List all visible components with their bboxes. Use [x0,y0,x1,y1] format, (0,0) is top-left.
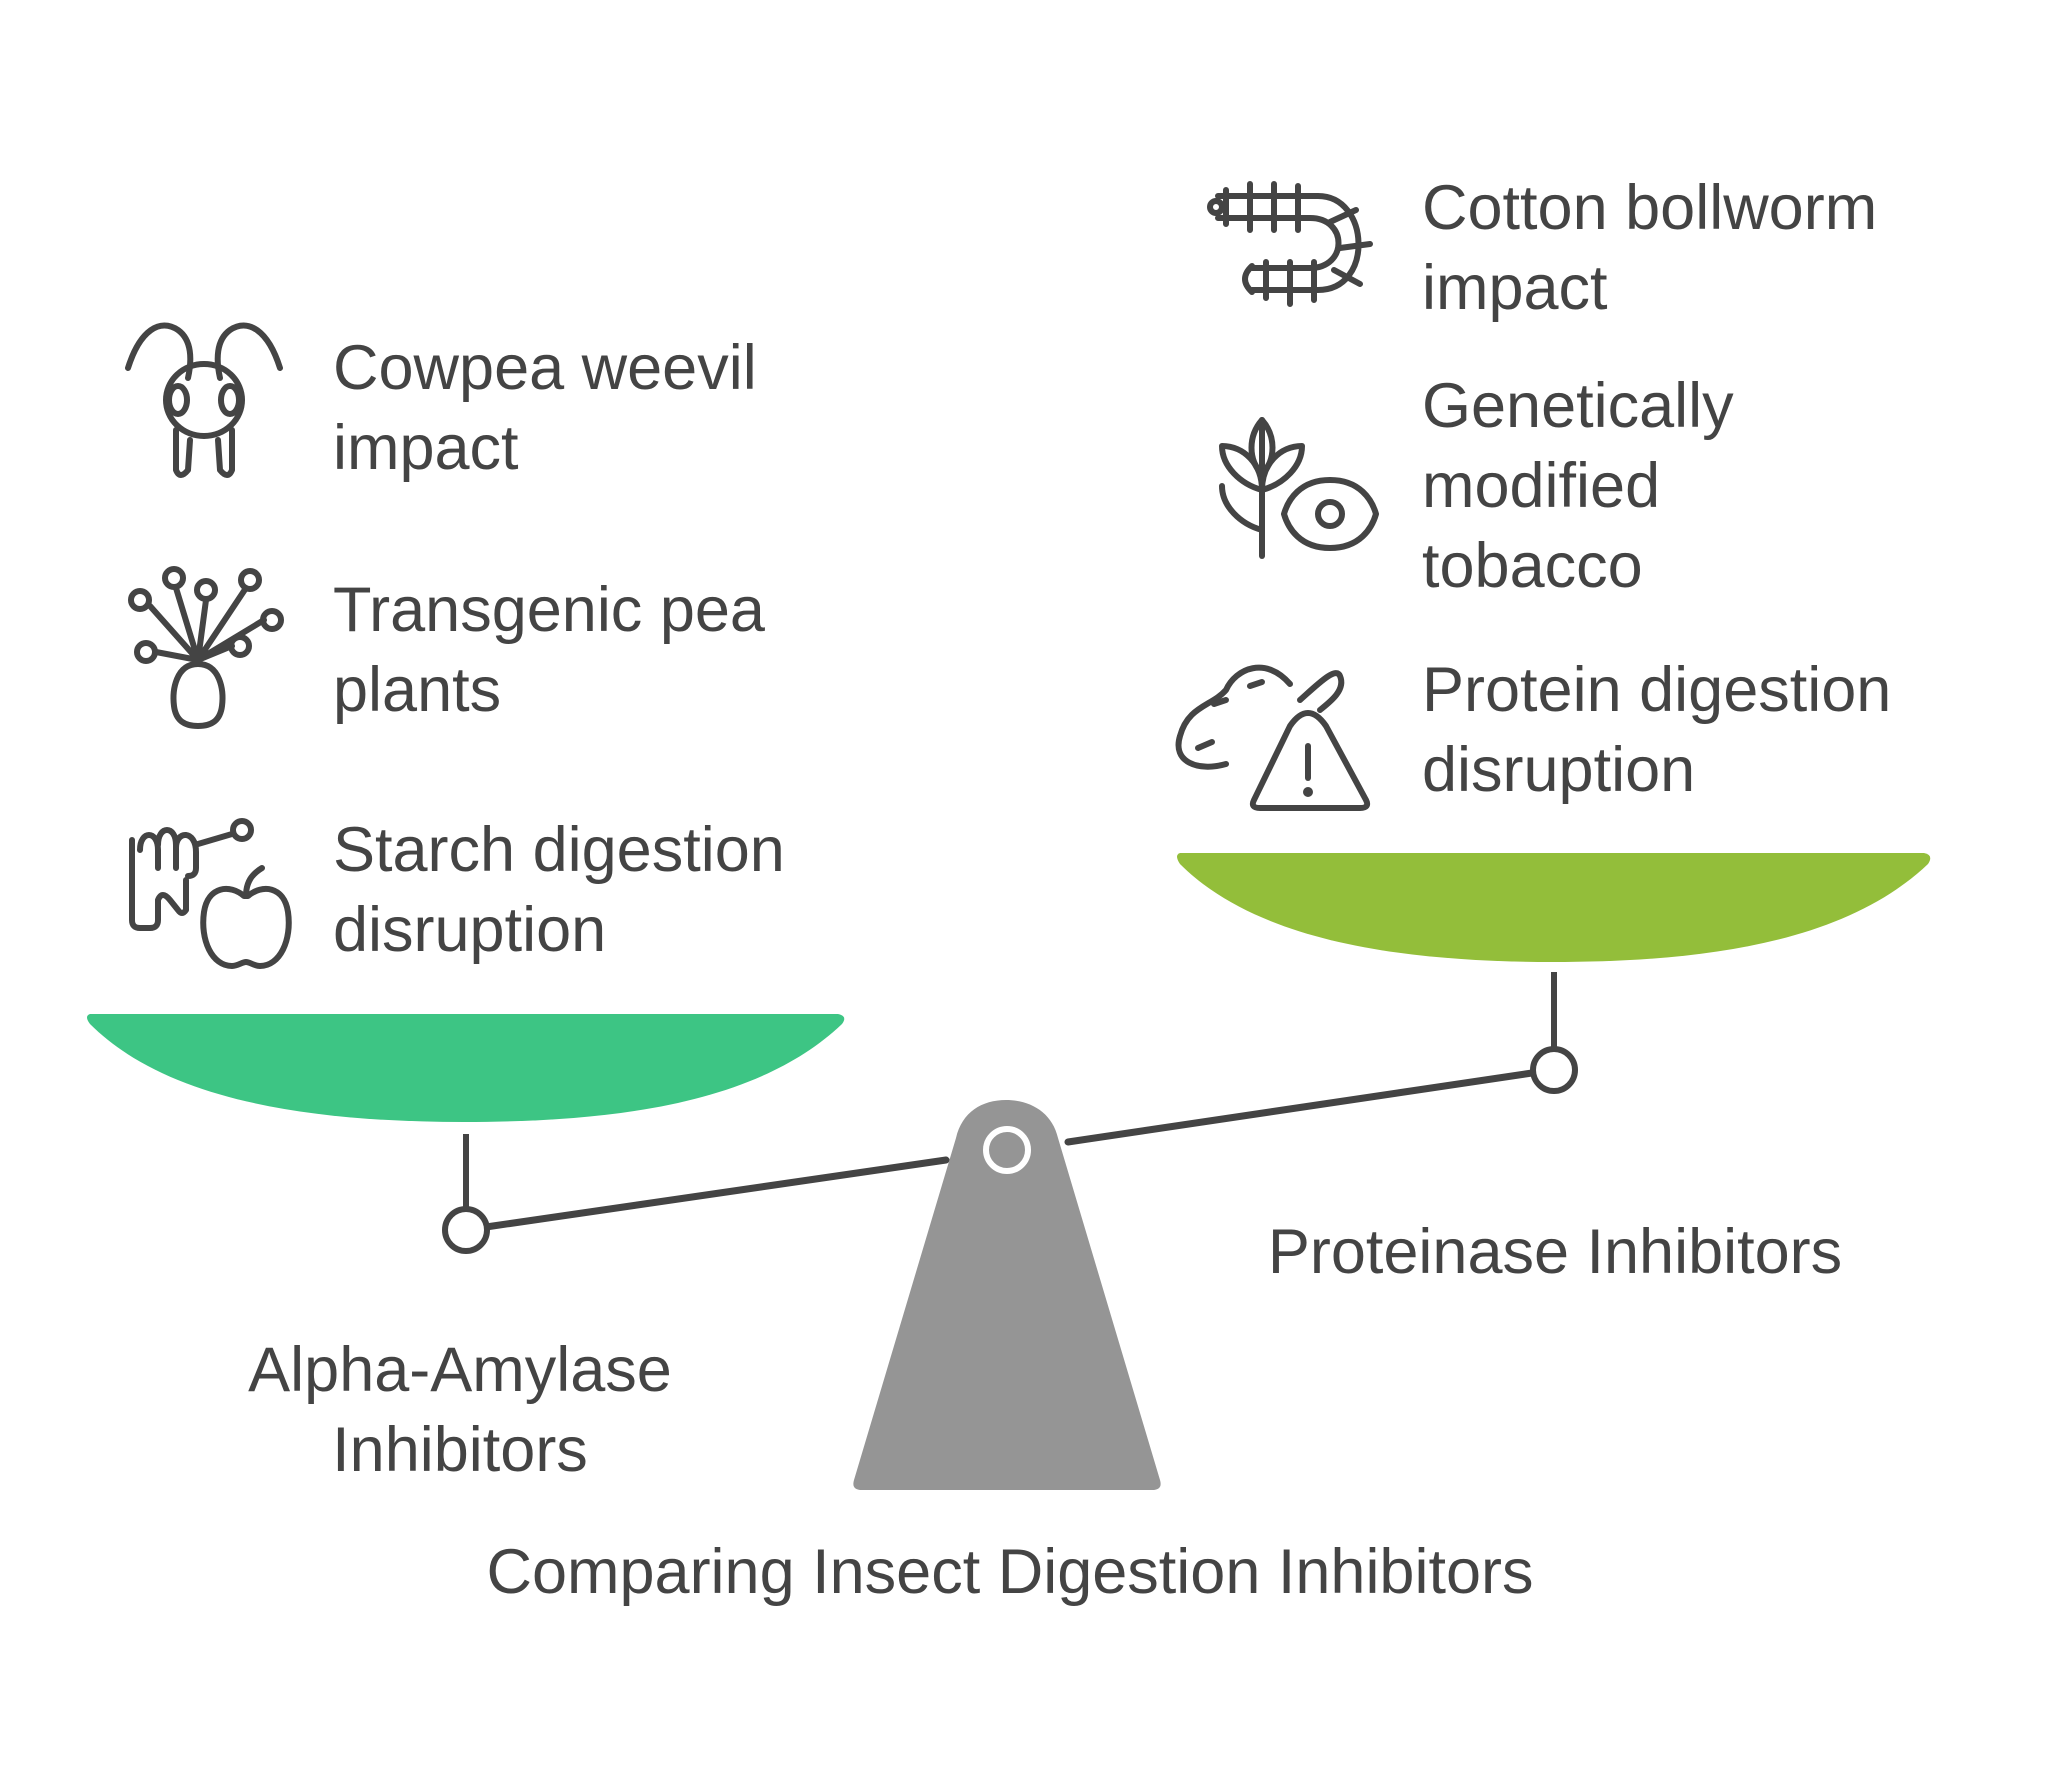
right-item-protein-line2: disruption [1422,735,1696,805]
left-pan [87,1014,845,1122]
starch-apple-icon [129,818,292,969]
right-item-bollworm-line1: Cotton bollworm [1422,173,1878,243]
right-pan [1177,853,1931,962]
left-side-label-line2: Inhibitors [332,1415,588,1485]
left-item-starch-line2: disruption [333,895,607,965]
right-item-tobacco-line2: modified [1422,451,1661,521]
left-item-pea-line1: Transgenic pea [333,575,765,645]
left-item-pea: Transgenic pea plants [333,570,765,730]
diagram-title: Comparing Insect Digestion Inhibitors [486,1537,1534,1607]
tobacco-eye-icon [1219,417,1379,559]
right-item-tobacco-line1: Genetically [1422,371,1734,441]
right-item-tobacco-line3: tobacco [1422,531,1643,601]
weevil-icon [125,322,283,478]
right-item-protein-line1: Protein digestion [1422,655,1892,725]
pea-plant-icon [128,566,284,729]
left-item-weevil-line2: impact [333,413,519,483]
fulcrum-pivot [983,1126,1031,1174]
left-item-weevil: Cowpea weevil impact [333,328,757,488]
left-item-starch: Starch digestion disruption [333,810,785,970]
left-item-weevil-line1: Cowpea weevil [333,333,757,403]
left-pan-pivot [442,1206,490,1254]
right-item-bollworm: Cotton bollworm impact [1422,168,1877,328]
left-side-label: Alpha-Amylase Inhibitors [200,1330,720,1490]
fulcrum [853,1100,1161,1490]
right-item-protein: Protein digestion disruption [1422,650,1891,810]
bollworm-icon [1207,181,1373,307]
right-pan-pivot [1530,1046,1578,1094]
right-item-bollworm-line2: impact [1422,253,1608,323]
right-item-tobacco: Genetically modified tobacco [1422,366,1734,606]
peanut-warning-icon [1175,664,1371,811]
right-side-label: Proteinase Inhibitors [1267,1217,1843,1287]
beam-right [1064,1069,1536,1146]
beam-left [482,1156,950,1231]
left-item-starch-line1: Starch digestion [333,815,785,885]
left-side-label-line1: Alpha-Amylase [248,1335,672,1405]
left-item-pea-line2: plants [333,655,502,725]
